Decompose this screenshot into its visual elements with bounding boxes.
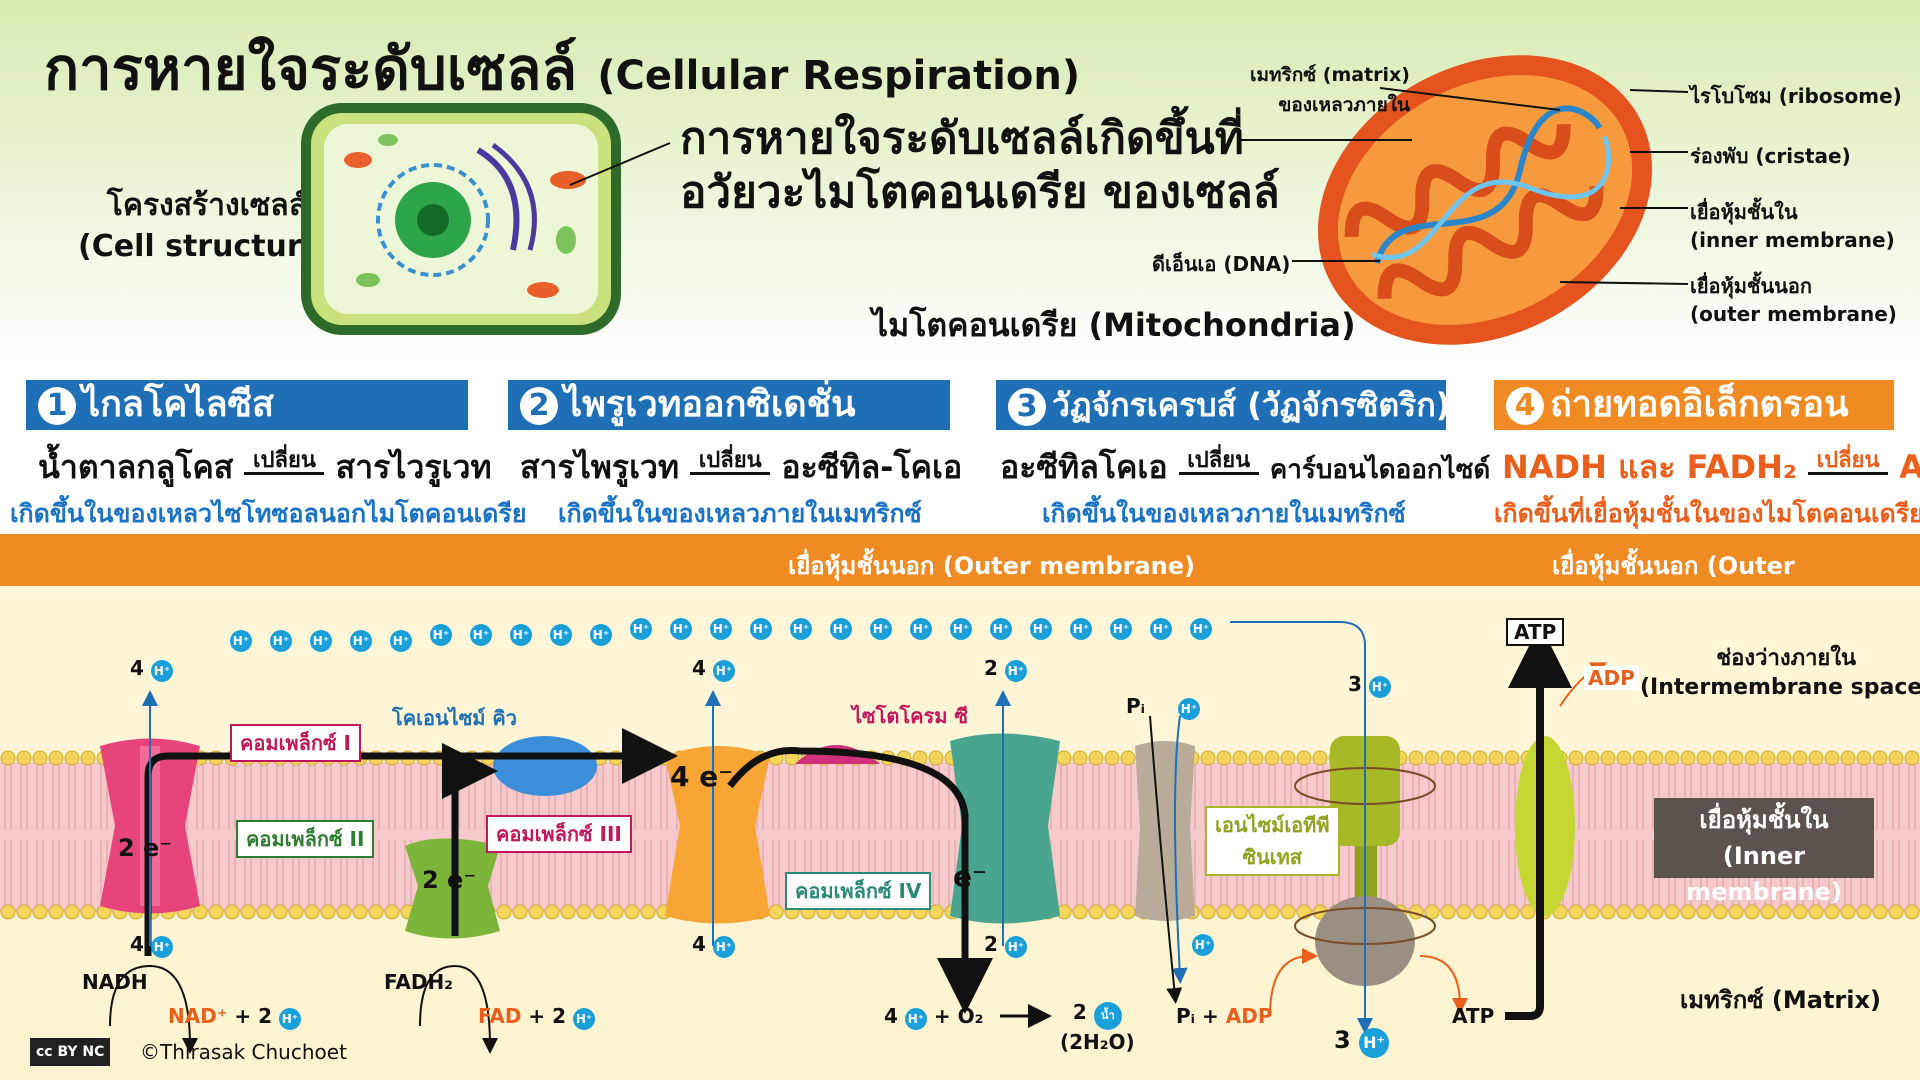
mito-outer-label: เยื่อหุ้มชั้นนอก(outer membrane) xyxy=(1690,274,1897,326)
h-ion: H⁺ xyxy=(230,630,252,652)
nadh-label: NADH xyxy=(82,970,148,994)
etc-graphics xyxy=(100,621,1608,1054)
step-2-equation: สารไพรูเวท เปลี่ยน อะซีทิล-โคเอ xyxy=(520,442,962,493)
h-ion: H⁺ xyxy=(830,618,852,640)
inner-membrane-label: เยื่อหุ้มชั้นใน(Inner membrane) xyxy=(1654,798,1874,906)
electron-e: e⁻ xyxy=(953,860,987,893)
h-ion: H⁺ xyxy=(910,618,932,640)
mito-inner-label: เยื่อหุ้มชั้นใน(inner membrane) xyxy=(1690,200,1895,252)
atp-product-space: ATP xyxy=(1506,618,1565,646)
headline: การหายใจระดับเซลล์เกิดขึ้นที่อวัยวะไมโตค… xyxy=(680,113,1280,218)
h-ion: H⁺ xyxy=(790,618,812,640)
mito-matrix-label: เมทริกซ์ (matrix)ของเหลวภายใน xyxy=(1250,64,1410,116)
intermembrane-label: ช่องว่างภายใน(Intermembrane space) xyxy=(1640,646,1920,700)
step-4-location: เกิดขึ้นที่เยื่อหุ้มชั้นในของไมโตคอนเดรี… xyxy=(1494,499,1920,528)
h-ion: H⁺ xyxy=(510,624,532,646)
proton-count-c3-top: 4 H⁺ xyxy=(692,656,735,682)
step-3-equation: อะซีทิลโคเอ เปลี่ยน คาร์บอนไดออกไซด์ xyxy=(1000,442,1490,493)
h-ion: H⁺ xyxy=(750,618,772,640)
h-ion: H⁺ xyxy=(950,618,972,640)
step-3-location: เกิดขึ้นในของเหลวภายในเมทริกซ์ xyxy=(1042,499,1406,528)
atp-product-matrix: ATP xyxy=(1452,1004,1495,1028)
mitochondria-illustration xyxy=(1317,55,1653,345)
h-ion: H⁺ xyxy=(550,624,572,646)
h-ion-channel-bottom: H⁺ xyxy=(1192,934,1214,956)
h-ion: H⁺ xyxy=(390,630,412,652)
water-product: 2 น้ำ(2H₂O) xyxy=(1060,1000,1135,1054)
outer-membrane-bar: เยื่อหุ้มชั้นนอก (Outer membrane) เยื่อห… xyxy=(0,534,1920,613)
proton-count-c4-top: 2 H⁺ xyxy=(984,656,1027,682)
cytc-label: ไซโตโครม ซี xyxy=(852,704,968,728)
complex-1-label: คอมเพล็กซ์ I xyxy=(230,724,361,762)
h-ion: H⁺ xyxy=(630,618,652,640)
h-ion: H⁺ xyxy=(870,618,892,640)
step-4-equation: NADH และ FADH₂ เปลี่ยน ATP xyxy=(1502,442,1920,493)
coq-label: โคเอนไซม์ คิว xyxy=(392,706,518,730)
complex-2-label: คอมเพล็กซ์ II xyxy=(236,820,375,858)
proton-count-c1-bottom: 4 H⁺ xyxy=(130,932,173,958)
mito-title: ไมโตคอนเดรีย (Mitochondria) xyxy=(872,306,1356,344)
proton-count-matrix: 3 H⁺ xyxy=(1334,1026,1390,1058)
h-ion: H⁺ xyxy=(710,618,732,640)
page-title: การหายใจระดับเซลล์ (Cellular Respiration… xyxy=(44,35,1081,103)
h-ion: H⁺ xyxy=(1030,618,1052,640)
cc-license-badge: cc BY NC xyxy=(30,1038,111,1066)
fad-product: FAD + 2 H⁺ xyxy=(478,1004,596,1030)
proton-count-c3-bottom: 4 H⁺ xyxy=(692,932,735,958)
h-ion: H⁺ xyxy=(1070,618,1092,640)
h-ion: H⁺ xyxy=(990,618,1012,640)
step-2-location: เกิดขึ้นในของเหลวภายในเมทริกซ์ xyxy=(558,499,922,528)
atp-synthase-label: เอนไซม์เอทีพีซินเทส xyxy=(1205,806,1340,876)
h-ion: H⁺ xyxy=(430,624,452,646)
pi-adp-reactants: Pᵢ + ADP xyxy=(1176,1004,1273,1028)
h-ion: H⁺ xyxy=(590,624,612,646)
credit-text: ©Thirasak Chuchoet xyxy=(140,1040,347,1064)
proton-count-c4-bottom: 2 H⁺ xyxy=(984,932,1027,958)
nad-product: NAD⁺ + 2 H⁺ xyxy=(168,1004,301,1030)
fadh2-label: FADH₂ xyxy=(384,970,453,994)
h-ion: H⁺ xyxy=(1110,618,1132,640)
oxygen-reaction: 4 H⁺ + O₂ xyxy=(884,1004,984,1030)
proton-row: H⁺ H⁺ H⁺ H⁺ H⁺ H⁺ H⁺ H⁺ H⁺ H⁺ H⁺ H⁺ H⁺ H… xyxy=(230,618,1250,668)
adp-space-label: ADP xyxy=(1584,666,1639,690)
pi-top-label: Pᵢ xyxy=(1126,694,1146,718)
step-1-equation: น้ำตาลกลูโคส เปลี่ยน สารไวรูเวท xyxy=(38,442,492,493)
h-ion: H⁺ xyxy=(1190,618,1212,640)
h-ion: H⁺ xyxy=(470,624,492,646)
mito-cristae-label: ร่องพับ (cristae) xyxy=(1690,144,1851,168)
step-1-location: เกิดขึ้นในของเหลวไซโทซอลนอกไมโตคอนเดรีย xyxy=(10,499,527,528)
h-ion: H⁺ xyxy=(310,630,332,652)
h-ion: H⁺ xyxy=(670,618,692,640)
electron-2e-c2: 2 e⁻ xyxy=(422,866,476,894)
mito-dna-label: ดีเอ็นเอ (DNA) xyxy=(1152,252,1291,276)
mito-ribosome-label: ไรโบโซม (ribosome) xyxy=(1690,84,1902,108)
h-ion: H⁺ xyxy=(1150,618,1172,640)
h-ion: H⁺ xyxy=(270,630,292,652)
electron-4e: 4 e⁻ xyxy=(670,760,733,793)
cell-label: โครงสร้างเซลล์(Cell structure) xyxy=(78,188,336,264)
proton-count-atpsyn: 3 H⁺ xyxy=(1348,672,1391,698)
cell-illustration xyxy=(301,103,621,335)
electron-2e-c1: 2 e⁻ xyxy=(118,834,172,862)
mito-pointer-lines xyxy=(1240,87,1689,285)
h-ion: H⁺ xyxy=(350,630,372,652)
matrix-label: เมทริกซ์ (Matrix) xyxy=(1680,986,1881,1014)
complex-4-label: คอมเพล็กซ์ IV xyxy=(785,872,932,910)
complex-3-label: คอมเพล็กซ์ III xyxy=(486,815,632,853)
cell-pointer-line xyxy=(569,142,671,186)
proton-count-c1-top: 4 H⁺ xyxy=(130,656,173,682)
h-ion-channel-top: H⁺ xyxy=(1178,698,1200,720)
